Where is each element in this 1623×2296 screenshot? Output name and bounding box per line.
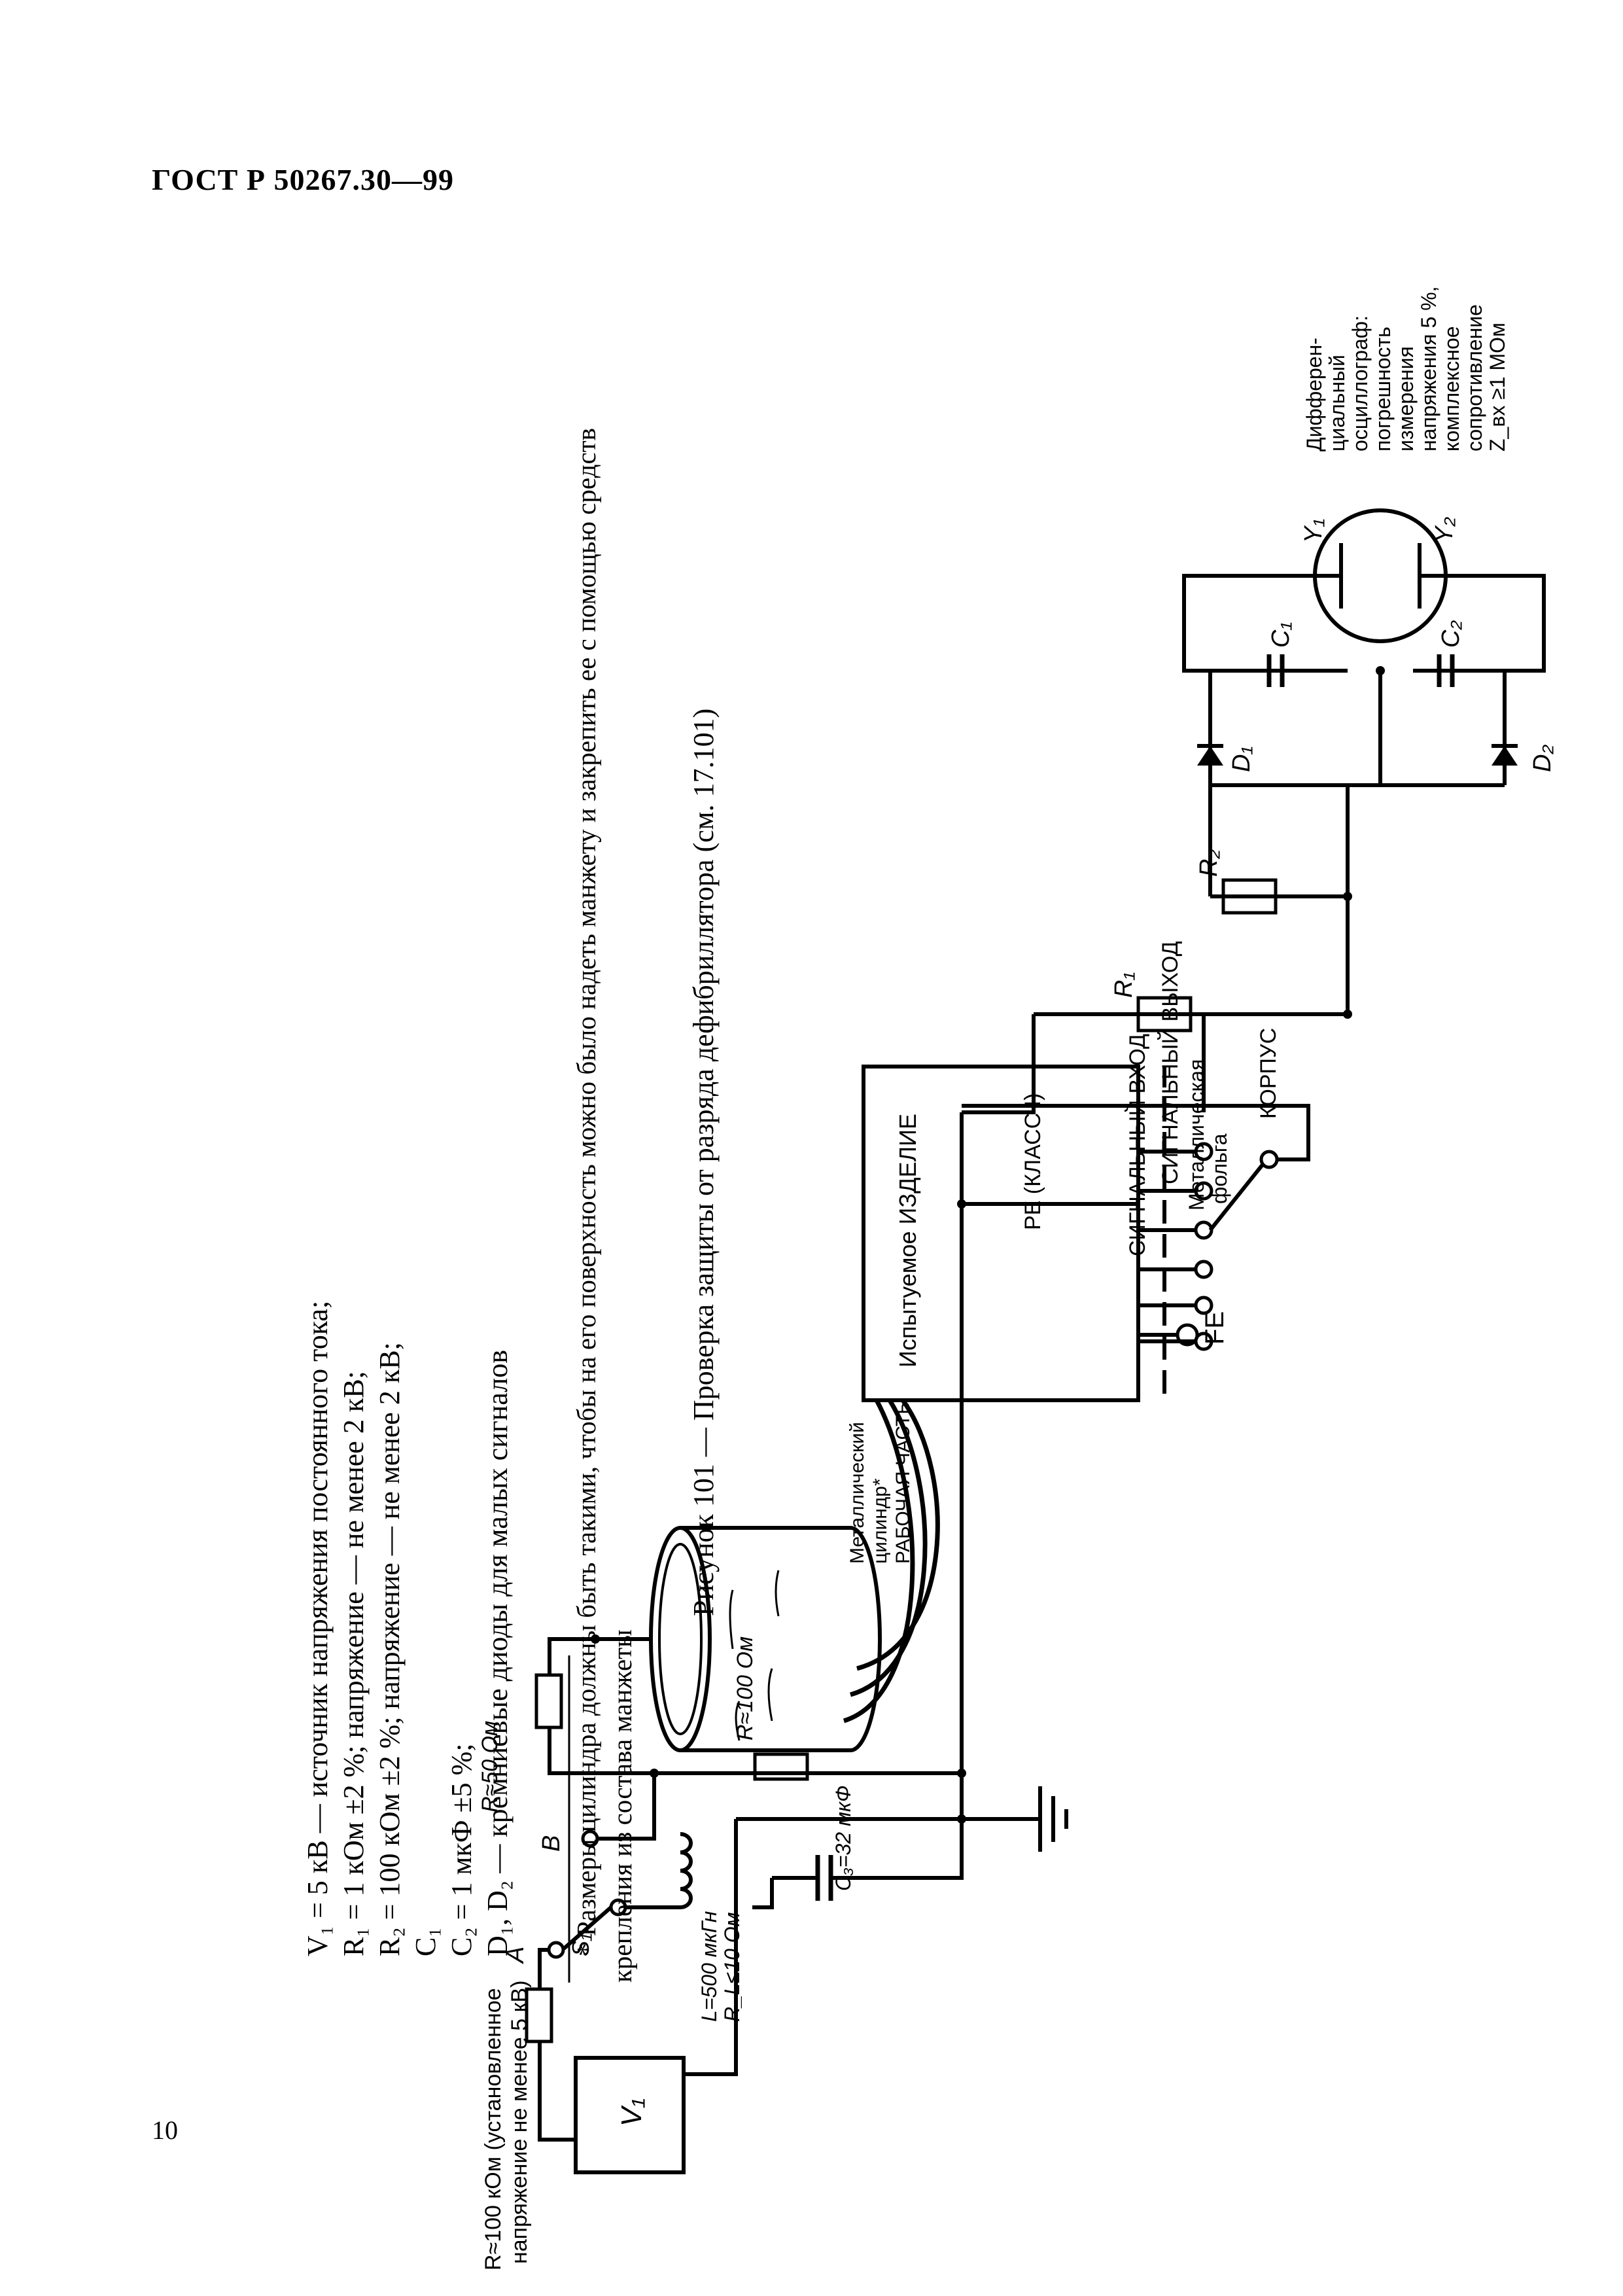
osc-text-1: Дифферен- — [1302, 338, 1326, 451]
switch-pos-b: B — [538, 1835, 565, 1852]
wire — [538, 2041, 576, 2142]
c1-label: C₁ — [1267, 622, 1295, 648]
junction — [957, 1199, 966, 1209]
terminal — [1194, 1332, 1213, 1351]
wire — [548, 1727, 654, 1775]
wire — [962, 1014, 1036, 1114]
r50-label: R≈50 Ом — [478, 1721, 502, 1812]
r1-label: R₁ — [1110, 972, 1138, 998]
cylinder-texture — [729, 1570, 780, 1741]
osc-text-8: сопротивление — [1463, 304, 1486, 451]
diode-d2 — [1492, 746, 1518, 766]
wire — [548, 1637, 602, 1675]
source-label: V₁ — [616, 2098, 648, 2127]
legend-line-4: C₁ — [410, 1927, 442, 1956]
footnote-line-2: крепления из состава манжеты — [607, 1629, 637, 1983]
cylinder-label-2: цилиндр* — [869, 1478, 891, 1564]
switch-pos-a: A — [502, 1947, 529, 1964]
terminal-signal-out: СИГНАЛЬНЫЙ ВЫХОД — [1158, 941, 1183, 1184]
switch-contact-a — [547, 1941, 565, 1959]
osc-text-5: измерения — [1394, 346, 1418, 451]
selector-arm — [1208, 1163, 1265, 1231]
footnote-line-1: * Размеры цилиндра должны быть такими, ч… — [571, 428, 601, 1956]
junction — [650, 1769, 659, 1778]
wire — [538, 1948, 550, 1989]
diode-d1 — [1197, 746, 1223, 766]
legend-line-2: R₁ = 1 кОм ±2 %; напряжение — не менее 2… — [338, 1371, 370, 1956]
wire — [684, 1819, 738, 2076]
page-number: 10 — [152, 2115, 178, 2145]
figure-caption: Рисунок 101 — Проверка защиты от разряда… — [688, 709, 720, 1616]
cable — [856, 1398, 940, 1671]
cable — [843, 1399, 915, 1723]
cylinder-label: Металлический — [846, 1422, 868, 1564]
osc-text-2: циальный — [1325, 355, 1349, 451]
d1-label: D₁ — [1228, 747, 1255, 772]
capacitor-c3-label: C₃=32 мкФ — [831, 1786, 855, 1891]
legend-line-1: V₁ = 5 кВ — источник напряжения постоянн… — [302, 1301, 334, 1956]
pe-label: PE (КЛАСС I) — [1021, 1093, 1045, 1231]
junction — [957, 1769, 966, 1778]
wire — [597, 1773, 656, 1841]
wire — [831, 1819, 964, 1880]
osc-text-9: Z_вх ≥1 МОм — [1486, 323, 1509, 451]
selector-pivot — [1259, 1150, 1279, 1169]
cylinder-top — [850, 1526, 882, 1752]
switch-arm — [563, 1905, 612, 1951]
wire — [752, 1878, 774, 1909]
terminal-case: КОРПУС — [1256, 1028, 1281, 1119]
terminal-signal-in: СИГНАЛЬНЫЙ ВХОД — [1125, 1034, 1150, 1256]
osc-text-6: напряжения 5 %, — [1417, 286, 1440, 451]
inductor-label-2: R_L≤10 Ом — [720, 1912, 744, 2022]
voltage-source-v1 — [574, 2056, 686, 2174]
c2-label: C₂ — [1437, 620, 1465, 648]
y2-label: Y₂ — [1431, 517, 1458, 543]
wire — [1420, 574, 1546, 673]
cylinder-inner — [658, 1543, 703, 1735]
wire — [962, 1104, 1310, 1161]
osc-text-3: осциллограф: — [1348, 315, 1372, 451]
switch-name: S₁ — [567, 1934, 594, 1956]
d2-label: D₂ — [1529, 745, 1556, 772]
terminal — [1194, 1220, 1213, 1240]
inductor-label: L=500 мкГн — [697, 1911, 721, 2022]
resistor-r100 — [753, 1752, 809, 1781]
device-under-test — [862, 1065, 1140, 1402]
terminal — [1194, 1142, 1213, 1161]
resistor-r50 — [534, 1673, 563, 1729]
osc-text-7: комплексное — [1440, 326, 1463, 451]
device-title: Испытуемое ИЗДЕЛИЕ — [894, 1114, 921, 1368]
terminal — [1194, 1181, 1213, 1201]
legend-line-3: R₂ = 100 кОм ±2 %; напряжение — не менее… — [374, 1342, 406, 1956]
terminal — [1194, 1296, 1213, 1315]
cylinder-label-3: РАБОЧАЯ ЧАСТЬ — [892, 1402, 914, 1564]
y1-label: Y₁ — [1300, 519, 1327, 543]
junction — [957, 1814, 966, 1824]
legend-line-6: D₁, D₂ — кремниевые диоды для малых сигн… — [481, 1350, 514, 1956]
document-header: ГОСТ Р 50267.30—99 — [152, 163, 454, 196]
terminal — [1194, 1260, 1213, 1279]
resistor-r2 — [1221, 878, 1278, 915]
cable — [850, 1399, 928, 1697]
junction — [1343, 892, 1352, 901]
fe-label: FE — [1200, 1311, 1229, 1345]
legend-line-5: C₂ = 1 мкФ ±5 %; — [445, 1743, 478, 1956]
osc-text-4: погрешность — [1371, 327, 1395, 451]
inductor-l — [680, 1832, 693, 1909]
r-source-label: R≈100 кОм (установленное — [481, 1988, 506, 2270]
wire — [1182, 574, 1341, 673]
r-source-label-2: напряжение не менее 5 кВ) — [507, 1981, 532, 2265]
